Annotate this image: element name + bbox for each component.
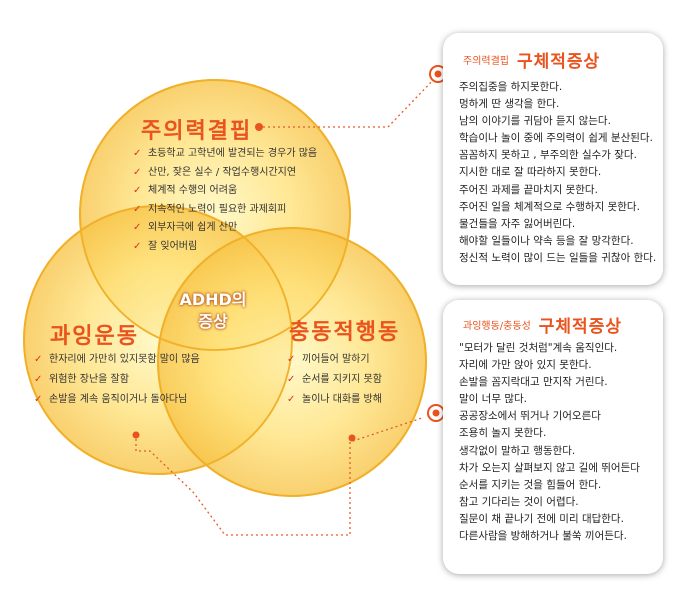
connector-hyperactivity-impulsivity xyxy=(132,404,445,536)
list-item: "모터가 달린 것처럼"계속 움직인다. xyxy=(459,342,618,354)
list-item: 참고 기다리는 것이 어렵다. xyxy=(459,495,579,508)
list-item: 지속적인 노력이 필요한 과제회피 xyxy=(133,201,317,220)
list-item: 주의집중을 하지못한다. xyxy=(459,81,563,93)
list-item: 순서를 지키지 못함 xyxy=(287,370,382,390)
panel-header: 과잉행동/충동성 구체적증상 xyxy=(463,312,622,337)
list-item: 초등학교 고학년에 발견되는 경우가 많음 xyxy=(133,145,317,164)
impulsivity-bullet-list: 끼어들어 말하기 순서를 지키지 못함 놀이나 대화를 방해 xyxy=(287,350,382,410)
list-item: 주어진 일을 체계적으로 수행하지 못한다. xyxy=(459,200,640,213)
list-item: 체계적 수행의 어려움 xyxy=(133,182,317,201)
list-item: 남의 이야기를 귀담아 듣지 않는다. xyxy=(459,115,611,128)
panel-category: 과잉행동/충동성 xyxy=(463,321,531,332)
panel-heading: 구체적증상 xyxy=(517,52,601,72)
list-item: 생각없이 말하고 행동한다. xyxy=(459,444,576,457)
hyperactivity-title: 과잉운동 xyxy=(50,324,139,349)
list-item: 손발을 꼼지락대고 만지작 거린다. xyxy=(459,376,608,389)
list-item: 차가 오는지 살펴보지 않고 길에 뛰어든다 xyxy=(459,461,640,474)
list-item: 조용히 놀지 못한다. xyxy=(459,427,547,440)
circle-inattention-outline xyxy=(79,79,351,351)
list-item: 학습이나 놀이 중에 주의력이 쉽게 분산된다. xyxy=(459,132,653,145)
list-item: 다른사람을 방해하거나 불쑥 끼어든다. xyxy=(459,530,627,543)
center-label-line1: ADHD의 xyxy=(179,290,247,309)
hyperactivity-impulsivity-symptoms-panel: 과잉행동/충동성 구체적증상 "모터가 달린 것처럼"계속 움직인다. 자리에 가… xyxy=(443,300,663,574)
panel-heading: 구체적증상 xyxy=(538,317,622,337)
inattention-bullet-list: 초등학교 고학년에 발견되는 경우가 많음 산만, 잦은 실수 / 작업수행시간… xyxy=(133,145,317,256)
list-item: 산만, 잦은 실수 / 작업수행시간지연 xyxy=(133,164,317,183)
hyperactivity-impulsivity-symptom-list: "모터가 달린 것처럼"계속 움직인다. 자리에 가만 앉아 있지 못한다. 손… xyxy=(459,340,640,545)
list-item: 한자리에 가만히 있지못함 말이 많음 xyxy=(34,350,200,370)
impulsivity-title: 충동적행동 xyxy=(289,320,401,345)
center-label: ADHD의 증상 xyxy=(168,289,258,333)
list-item: 순서를 지키는 것을 힘들어 한다. xyxy=(459,478,602,491)
list-item: 자리에 가만 앉아 있지 못한다. xyxy=(459,359,592,372)
list-item: 손발을 계속 움직이거나 돌아다님 xyxy=(34,390,200,410)
list-item: 지시한 대로 잘 따라하지 못한다. xyxy=(459,166,602,179)
panel-header: 주의력결핍 구체적증상 xyxy=(463,47,600,72)
inattention-title: 주의력결핍 xyxy=(141,119,253,144)
list-item: 말이 너무 많다. xyxy=(459,393,527,406)
panel-category: 주의력결핍 xyxy=(463,56,509,67)
inattention-symptom-list: 주의집중을 하지못한다. 멍하게 딴 생각을 한다. 남의 이야기를 귀담아 듣… xyxy=(459,79,656,267)
list-item: 멍하게 딴 생각을 한다. xyxy=(459,98,560,111)
list-item: 정신적 노력이 많이 드는 일들을 귀찮아 한다. xyxy=(459,251,657,264)
list-item: 끼어들어 말하기 xyxy=(287,350,382,370)
list-item: 놀이나 대화를 방해 xyxy=(287,390,382,410)
list-item: 해야할 일들이나 약속 등을 잘 망각한다. xyxy=(459,234,634,247)
list-item: 위험한 장난을 잘함 xyxy=(34,370,200,390)
center-label-line2: 증상 xyxy=(198,312,228,331)
list-item: 질문이 채 끝나기 전에 미리 대답한다. xyxy=(459,512,624,525)
hyperactivity-bullet-list: 한자리에 가만히 있지못함 말이 많음 위험한 장난을 잘함 손발을 계속 움직… xyxy=(34,350,200,410)
list-item: 외부자극에 쉽게 산만 xyxy=(133,219,317,238)
list-item: 주어진 과제를 끝마치지 못한다. xyxy=(459,183,598,196)
list-item: 잘 잊어버림 xyxy=(133,238,317,257)
list-item: 물건들을 자주 잃어버린다. xyxy=(459,217,576,230)
list-item: 공공장소에서 뛰거나 기어오른다 xyxy=(459,410,601,423)
inattention-symptoms-panel: 주의력결핍 구체적증상 주의집중을 하지못한다. 멍하게 딴 생각을 한다. 남의… xyxy=(443,33,663,285)
list-item: 꼼꼼하지 못하고 , 부주의한 실수가 잦다. xyxy=(459,149,637,162)
